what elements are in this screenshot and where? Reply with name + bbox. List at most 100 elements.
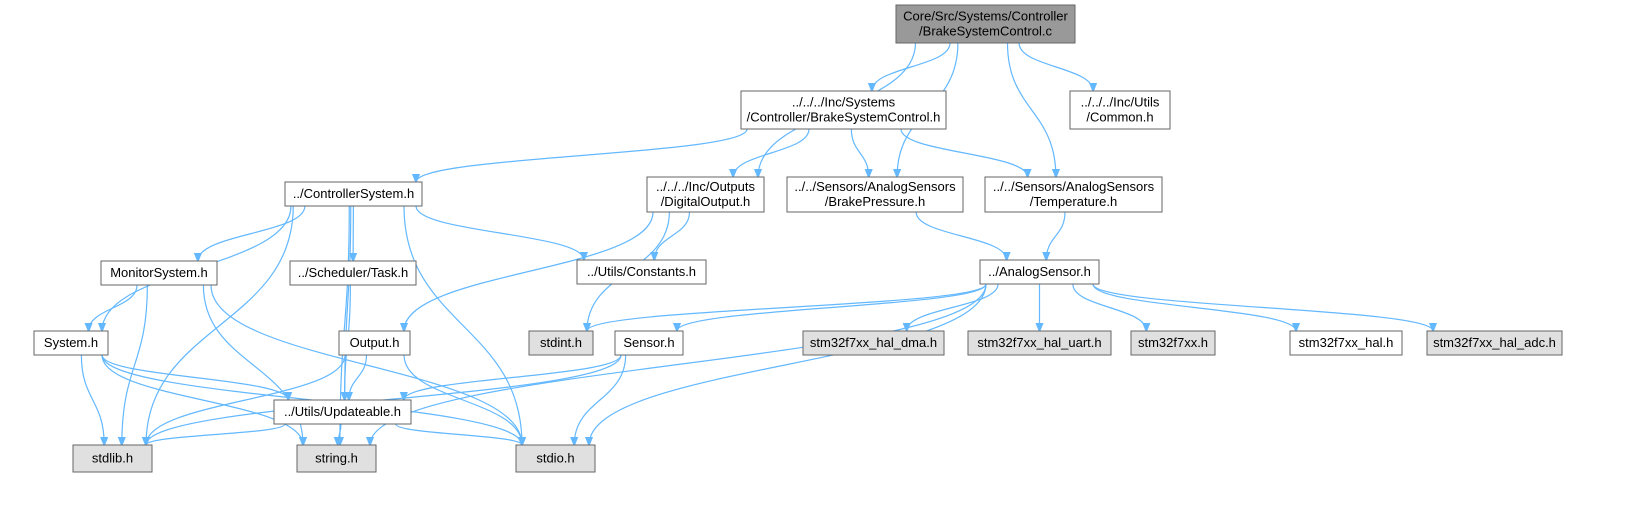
edge-bsc_h-to-brakep <box>850 128 868 177</box>
node-sensor[interactable]: Sensor.h <box>614 330 684 356</box>
node-label-uart-0: stm32f7xx_hal_uart.h <box>977 335 1101 350</box>
node-uart[interactable]: stm32f7xx_hal_uart.h <box>967 330 1112 356</box>
node-label-f7xx-0: stm32f7xx.h <box>1138 335 1208 350</box>
node-box-common <box>1069 90 1171 130</box>
edge-updateable-to-stdlib <box>146 423 286 445</box>
node-box-output <box>338 330 411 356</box>
edge-output-to-stdio <box>403 354 522 445</box>
node-common[interactable]: ../../../Inc/Utils/Common.h <box>1069 90 1171 130</box>
edge-monsys-to-stdlib <box>122 284 148 445</box>
node-label-bsc_h-1: /Controller/BrakeSystemControl.h <box>747 110 941 125</box>
node-monsys[interactable]: MonitorSystem.h <box>100 260 218 286</box>
node-constants[interactable]: ../Utils/Constants.h <box>576 259 707 285</box>
node-box-uart <box>967 330 1112 356</box>
edge-updateable-to-stdio <box>395 423 522 445</box>
node-output[interactable]: Output.h <box>338 330 411 356</box>
node-bsc_h[interactable]: ../../../Inc/Systems/Controller/BrakeSys… <box>740 90 947 130</box>
node-hal[interactable]: stm32f7xx_hal.h <box>1289 330 1403 356</box>
edge-updateable-to-string <box>338 423 341 445</box>
node-label-system-0: System.h <box>44 335 98 350</box>
edge-digout-to-constants <box>654 211 691 260</box>
edge-sensor-to-stdio <box>574 354 627 445</box>
node-box-digout <box>646 176 765 213</box>
node-box-task <box>289 260 417 286</box>
node-label-root-1: /BrakeSystemControl.c <box>919 24 1052 39</box>
node-label-common-0: ../../../Inc/Utils <box>1081 95 1160 110</box>
edge-system-to-updateable <box>101 354 288 400</box>
node-layer: Core/Src/Systems/Controller/BrakeSystemC… <box>33 4 1563 473</box>
node-box-hal <box>1289 330 1403 356</box>
edge-analog-to-dma <box>907 283 999 331</box>
node-dma[interactable]: stm32f7xx_hal_dma.h <box>802 330 945 356</box>
edge-temp-to-analog <box>1046 211 1066 260</box>
node-box-f7xx <box>1130 330 1216 356</box>
node-updateable[interactable]: ../Utils/Updateable.h <box>273 399 412 425</box>
node-box-ctrlsys <box>284 181 423 207</box>
node-label-stdio-0: stdio.h <box>536 451 574 466</box>
node-label-root-0: Core/Src/Systems/Controller <box>903 9 1068 24</box>
edge-analog-to-stdint <box>587 283 987 331</box>
node-box-temp <box>984 176 1163 213</box>
edge-bsc_h-to-temp <box>900 128 1028 177</box>
edge-root-to-common <box>1018 42 1093 91</box>
edge-ctrlsys-to-constants <box>415 205 584 260</box>
node-box-stdio <box>515 444 596 473</box>
node-box-sensor <box>614 330 684 356</box>
edge-monsys-to-system <box>89 284 138 331</box>
node-box-system <box>33 330 109 356</box>
edge-brakep-to-analog <box>915 211 1006 260</box>
node-brakep[interactable]: ../../Sensors/AnalogSensors/BrakePressur… <box>786 176 964 213</box>
edge-system-to-string <box>101 354 303 445</box>
edge-analog-to-stdio <box>589 283 987 445</box>
node-label-task-0: ../Scheduler/Task.h <box>298 265 409 280</box>
node-label-adc-0: stm32f7xx_hal_adc.h <box>1433 335 1556 350</box>
node-label-brakep-0: ../../Sensors/AnalogSensors <box>794 179 956 194</box>
node-label-hal-0: stm32f7xx_hal.h <box>1299 335 1394 350</box>
node-stdlib[interactable]: stdlib.h <box>72 444 153 473</box>
node-temp[interactable]: ../../Sensors/AnalogSensors/Temperature.… <box>984 176 1163 213</box>
node-label-dma-0: stm32f7xx_hal_dma.h <box>810 335 937 350</box>
node-ctrlsys[interactable]: ../ControllerSystem.h <box>284 181 423 207</box>
edge-analog-to-f7xx <box>1072 283 1146 331</box>
node-adc[interactable]: stm32f7xx_hal_adc.h <box>1426 330 1563 356</box>
edge-ctrlsys-to-monsys <box>198 205 306 261</box>
edge-bsc_h-to-ctrlsys <box>416 128 748 182</box>
node-string[interactable]: string.h <box>296 444 377 473</box>
node-stdio[interactable]: stdio.h <box>515 444 596 473</box>
node-box-string <box>296 444 377 473</box>
node-label-stdlib-0: stdlib.h <box>92 451 133 466</box>
node-label-monsys-0: MonitorSystem.h <box>110 265 208 280</box>
node-box-bsc_h <box>740 90 947 130</box>
node-label-string-0: string.h <box>315 451 358 466</box>
node-box-constants <box>576 259 707 285</box>
node-stdint[interactable]: stdint.h <box>528 330 594 356</box>
node-label-digout-1: /DigitalOutput.h <box>661 194 751 209</box>
node-analog[interactable]: ../AnalogSensor.h <box>979 259 1100 285</box>
node-label-bsc_h-0: ../../../Inc/Systems <box>792 95 896 110</box>
edge-analog-to-string <box>370 283 987 445</box>
edge-system-to-stdlib <box>80 354 104 445</box>
node-label-temp-1: /Temperature.h <box>1030 194 1117 209</box>
edge-root-to-bsc_h <box>872 42 951 91</box>
node-label-updateable-0: ../Utils/Updateable.h <box>284 404 401 419</box>
node-box-stdlib <box>72 444 153 473</box>
node-label-analog-0: ../AnalogSensor.h <box>988 264 1091 279</box>
node-box-brakep <box>786 176 964 213</box>
edge-analog-to-sensor <box>677 283 987 331</box>
node-box-dma <box>802 330 945 356</box>
node-root[interactable]: Core/Src/Systems/Controller/BrakeSystemC… <box>895 4 1076 44</box>
node-box-root <box>895 4 1076 44</box>
node-task[interactable]: ../Scheduler/Task.h <box>289 260 417 286</box>
node-label-output-0: Output.h <box>350 335 400 350</box>
node-digout[interactable]: ../../../Inc/Outputs/DigitalOutput.h <box>646 176 765 213</box>
node-box-stdint <box>528 330 594 356</box>
node-box-adc <box>1426 330 1563 356</box>
node-label-temp-0: ../../Sensors/AnalogSensors <box>993 179 1155 194</box>
node-system[interactable]: System.h <box>33 330 109 356</box>
edge-root-to-temp <box>1006 42 1056 177</box>
edge-output-to-stdlib <box>146 354 346 445</box>
edge-ctrlsys-to-stdio <box>403 205 522 445</box>
node-label-brakep-1: /BrakePressure.h <box>825 194 925 209</box>
node-f7xx[interactable]: stm32f7xx.h <box>1130 330 1216 356</box>
